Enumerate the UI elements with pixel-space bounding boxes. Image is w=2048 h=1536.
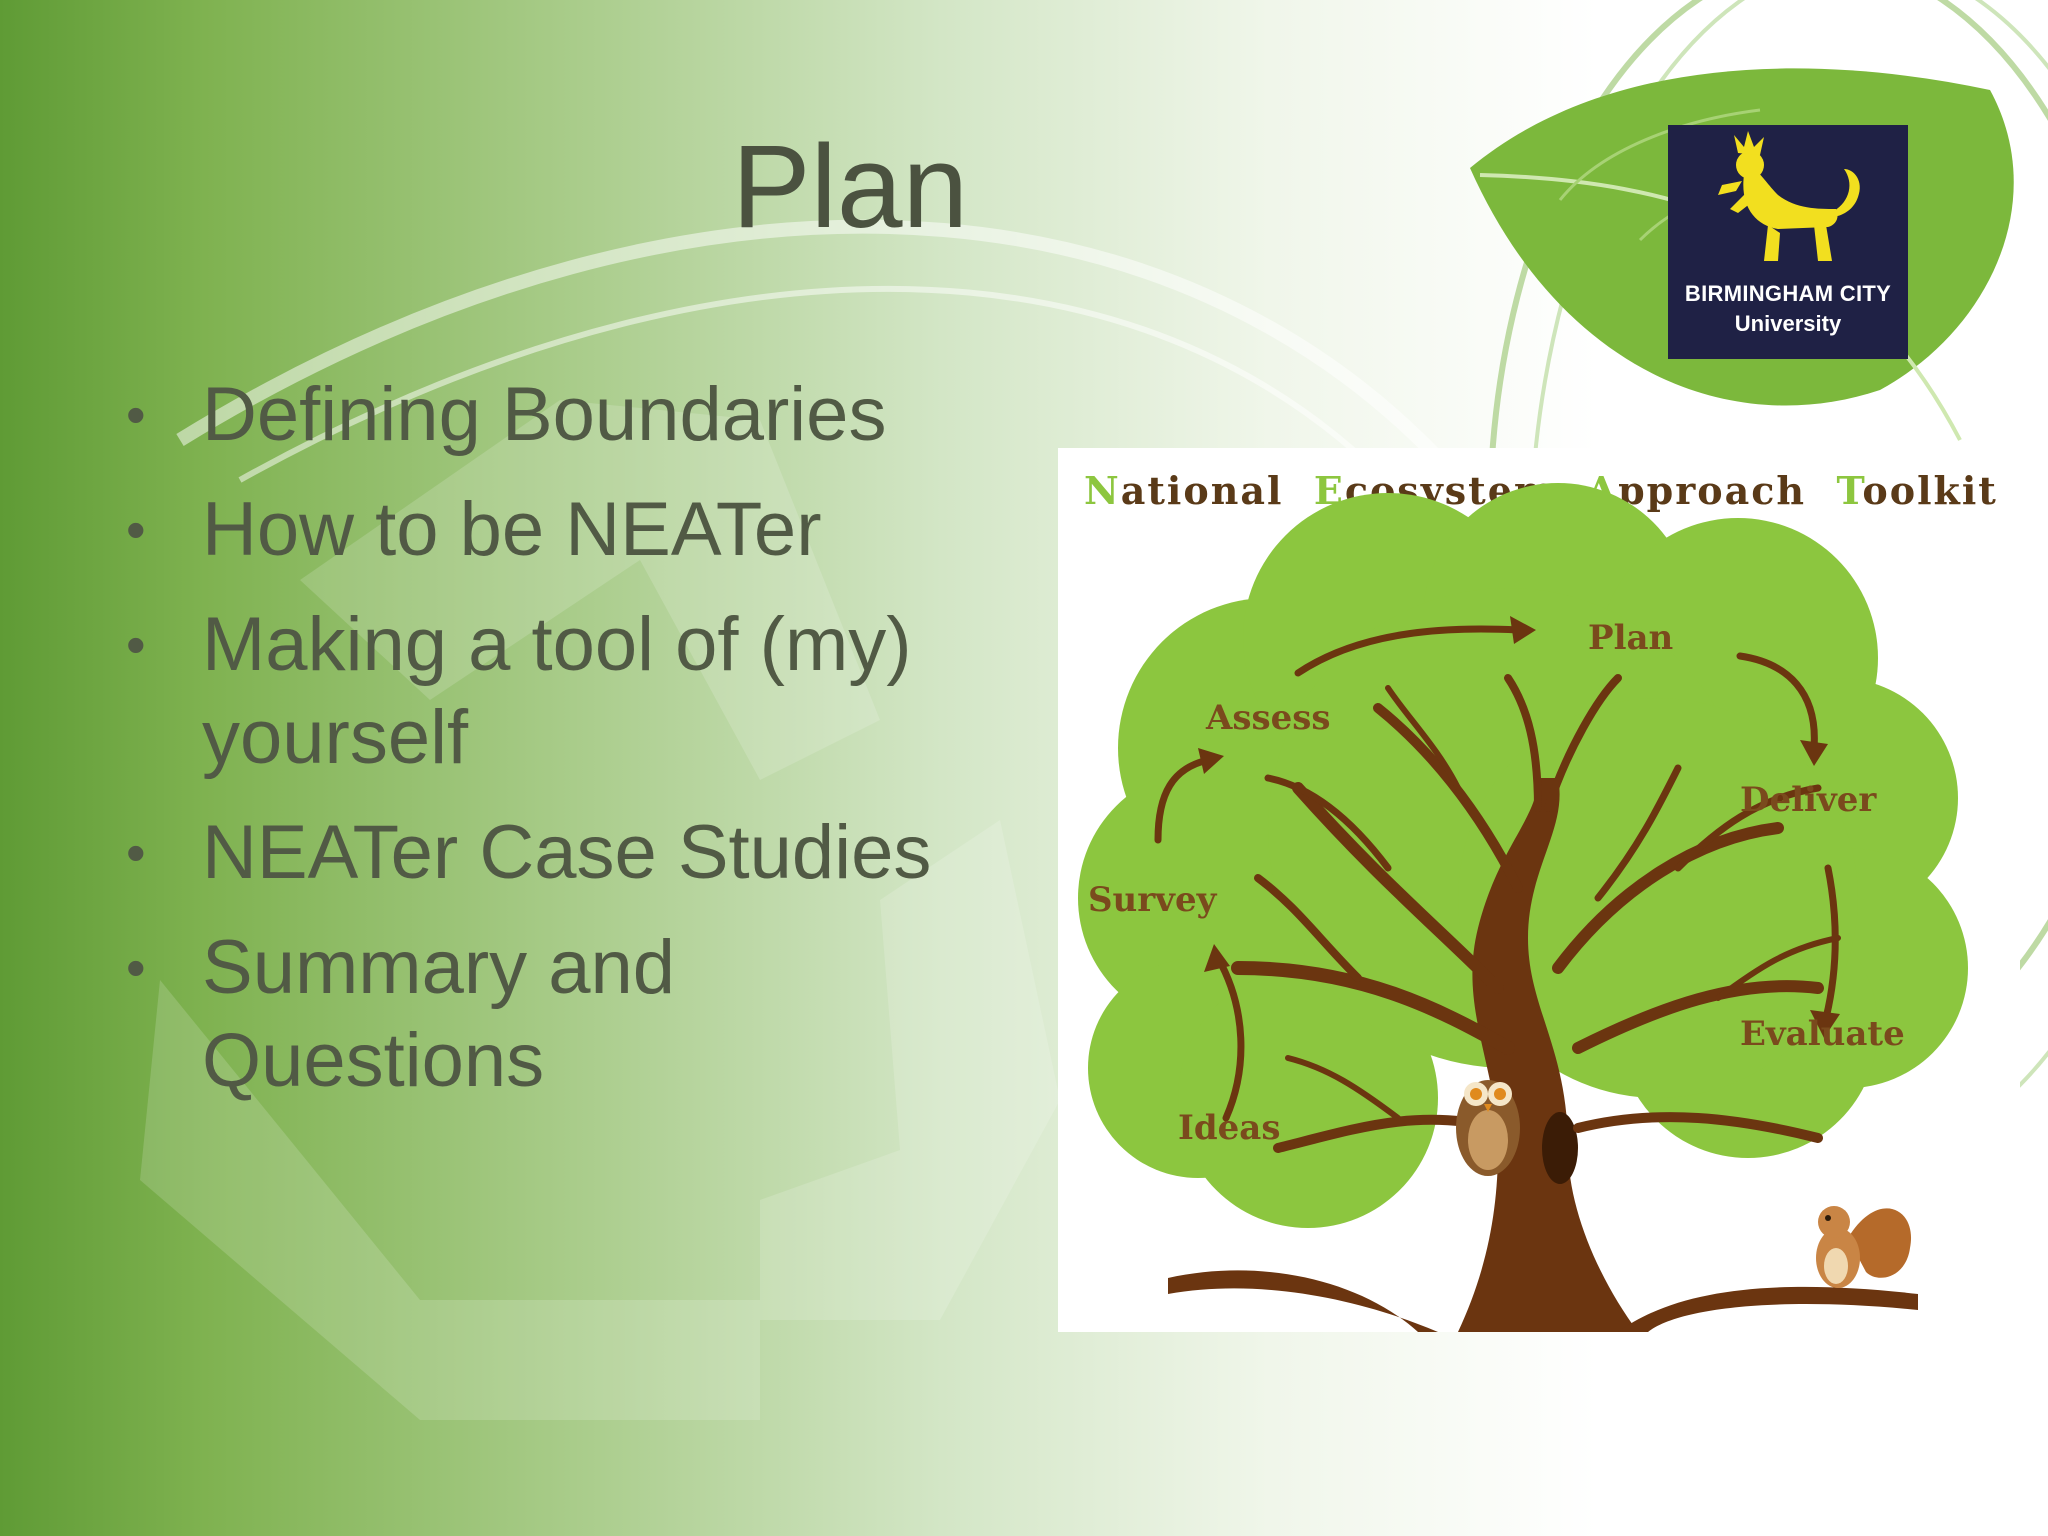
step-label-survey: Survey	[1088, 880, 1217, 920]
logo-line-2: University	[1734, 311, 1842, 336]
cycle-arrows	[1154, 625, 1839, 1122]
neat-toolkit-image: National Ecosystem Approach Toolkit	[1058, 448, 2020, 1332]
bullet-dot-icon: •	[126, 383, 146, 446]
lion-rampant-icon	[1718, 131, 1860, 261]
arrow-head-icon	[1198, 616, 1840, 1038]
tree-hollow	[1542, 1112, 1578, 1184]
bullet-item: • How to be NEATer	[120, 483, 1020, 576]
bullet-text: NEATer Case Studies	[202, 810, 932, 895]
bullet-text: Summary and Questions	[202, 925, 676, 1103]
tree-trunk	[1168, 778, 1918, 1332]
bullet-item: • Making a tool of (my) yourself	[120, 598, 1020, 784]
recycle-symbol-watermark	[140, 400, 1060, 1420]
tree-illustration	[1078, 483, 1968, 1332]
university-logo: BIRMINGHAM CITY University	[1668, 125, 1908, 359]
step-label-plan: Plan	[1588, 618, 1674, 658]
step-label-ideas: Ideas	[1178, 1108, 1281, 1148]
step-label-evaluate: Evaluate	[1740, 1014, 1905, 1054]
bullet-item: • NEATer Case Studies	[120, 806, 1020, 899]
logo-line-1: BIRMINGHAM CITY	[1684, 281, 1892, 306]
bullet-list: • Defining Boundaries • How to be NEATer •…	[120, 368, 1020, 1129]
bullet-dot-icon: •	[126, 936, 146, 999]
bullet-dot-icon: •	[126, 821, 146, 884]
bullet-item: • Summary and Questions	[120, 921, 1020, 1107]
bullet-text: Defining Boundaries	[202, 372, 887, 457]
step-label-deliver: Deliver	[1740, 780, 1877, 820]
bullet-dot-icon: •	[126, 498, 146, 561]
bullet-item: • Defining Boundaries	[120, 368, 1020, 461]
squirrel-icon	[1816, 1206, 1912, 1288]
bullet-text: Making a tool of (my) yourself	[202, 602, 912, 780]
slide-title: Plan	[731, 121, 969, 253]
bullet-text: How to be NEATer	[202, 487, 822, 572]
owl-icon	[1456, 1080, 1520, 1176]
step-label-assess: Assess	[1206, 698, 1331, 738]
bullet-dot-icon: •	[126, 613, 146, 676]
